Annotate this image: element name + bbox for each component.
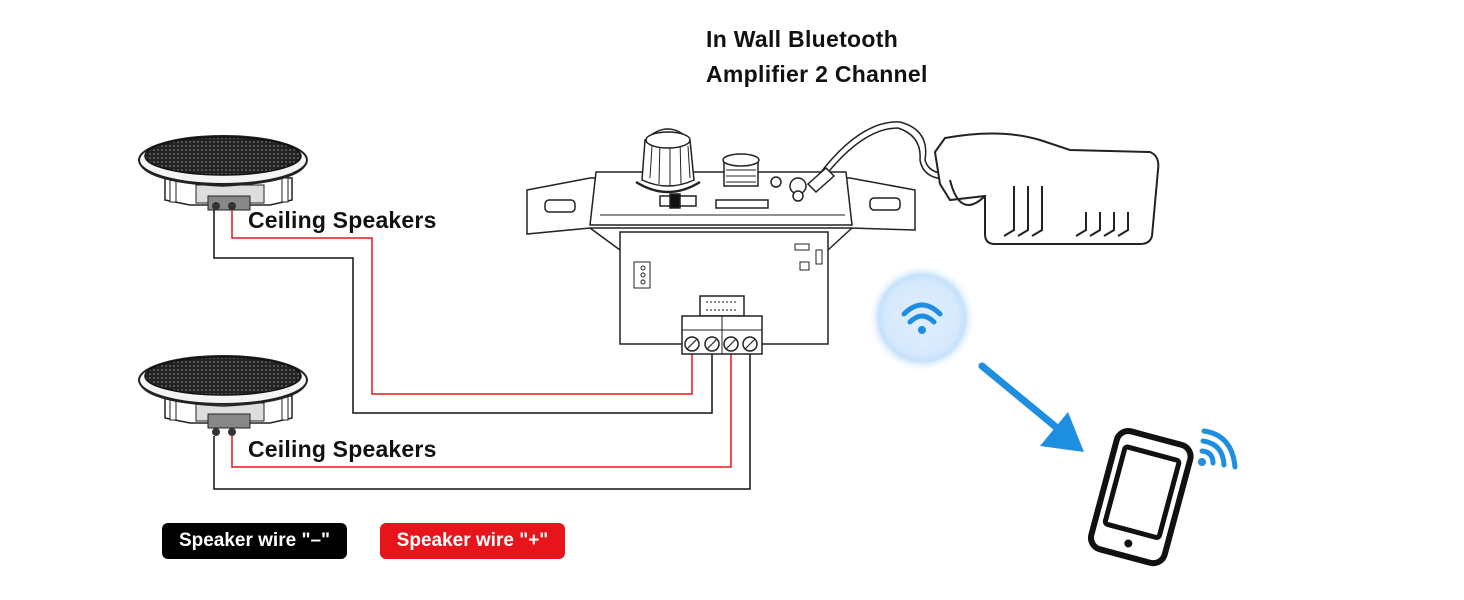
legend-positive-wire: Speaker wire "+" xyxy=(380,523,565,559)
title-line-2: Amplifier 2 Channel xyxy=(706,61,928,87)
wifi-signal-icon xyxy=(868,264,976,372)
title-line-1: In Wall Bluetooth xyxy=(706,26,899,52)
power-adapter-icon xyxy=(933,132,1160,245)
wires xyxy=(213,210,751,490)
speaker1-negative-wire xyxy=(213,210,713,414)
ceiling-speaker-top-icon xyxy=(138,135,308,211)
arrow-icon xyxy=(978,362,1084,452)
ceiling-speaker-bottom-icon xyxy=(138,355,308,436)
speaker2-negative-wire xyxy=(213,346,751,490)
speaker1-positive-wire xyxy=(231,210,693,395)
power-cable xyxy=(806,121,963,194)
speaker-label-top: Ceiling Speakers xyxy=(248,207,437,233)
legend-negative-wire: Speaker wire "–" xyxy=(162,523,347,559)
speaker-label-bottom: Ceiling Speakers xyxy=(248,436,437,462)
phone-icon xyxy=(1087,428,1238,567)
speaker2-positive-wire xyxy=(231,346,732,468)
phone-signal-icon xyxy=(1198,428,1238,470)
amplifier-icon xyxy=(526,128,916,355)
